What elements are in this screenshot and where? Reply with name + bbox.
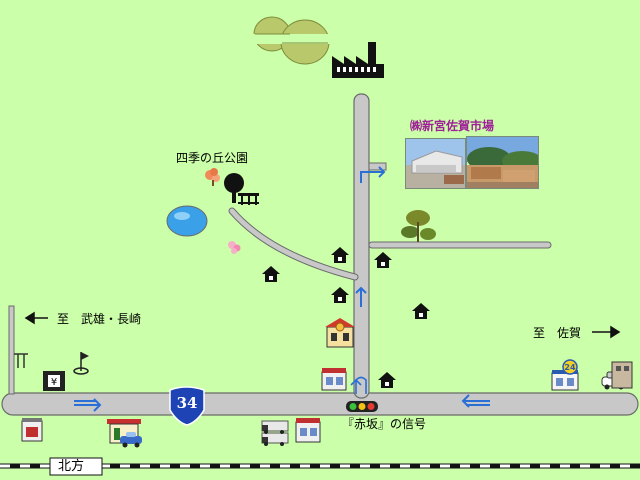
north-station-box xyxy=(49,457,103,476)
golf-icon xyxy=(73,352,89,375)
route-shield-icon xyxy=(169,386,205,426)
park-label: 四季の丘公園 xyxy=(176,151,249,165)
factory-icon xyxy=(332,42,384,78)
market-photo-timber xyxy=(466,136,539,189)
shop-icon xyxy=(295,418,321,443)
shop-icon xyxy=(21,418,43,442)
truck-icon xyxy=(261,420,289,446)
road-network xyxy=(1,93,639,416)
sign-icon xyxy=(14,353,28,368)
direction-arrows xyxy=(24,311,621,339)
to-west-label: 至 武雄・長崎 xyxy=(57,312,142,326)
shop-icon xyxy=(321,368,347,391)
market-label: ㈱新宮佐賀市場 xyxy=(410,119,495,133)
hill-icon xyxy=(250,16,332,65)
store-number-label: 24 xyxy=(564,363,576,372)
pond-icon xyxy=(166,205,208,237)
svg-text:¥: ¥ xyxy=(51,377,57,388)
convenience-store-icon xyxy=(551,359,579,391)
north-station-label: 北方 xyxy=(58,459,85,474)
bench-icon xyxy=(238,193,259,205)
traffic-light-icon xyxy=(346,401,378,412)
tree-icon xyxy=(224,173,244,203)
shop-icon xyxy=(611,361,633,389)
market-photo-building xyxy=(405,138,466,189)
tree-icon xyxy=(401,210,436,242)
house-icon xyxy=(262,247,430,388)
bank-icon: ¥ xyxy=(43,371,65,391)
signal-label: 『赤坂』の信号 xyxy=(342,417,427,431)
route-number-label: 34 xyxy=(176,394,198,412)
car-icon xyxy=(120,432,142,448)
route-arrows xyxy=(74,166,490,412)
to-east-label: 至 佐賀 xyxy=(533,326,582,340)
shop-icon xyxy=(325,318,355,348)
flower-icon xyxy=(205,168,241,254)
